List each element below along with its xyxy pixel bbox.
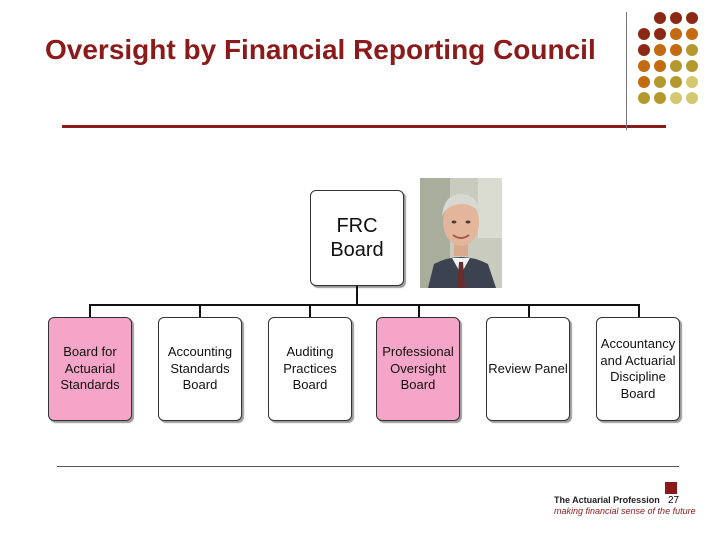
slide-title: Oversight by Financial Reporting Council [45, 34, 596, 65]
decorative-dot [654, 44, 666, 56]
decorative-dot [654, 12, 666, 24]
organisation-name: The Actuarial Profession [554, 495, 660, 505]
connector-child-0 [89, 304, 91, 317]
decorative-dot [654, 28, 666, 40]
decorative-dot [686, 12, 698, 24]
connector-child-4 [528, 304, 530, 317]
professional-oversight-board-node: Professional Oversight Board [376, 317, 460, 421]
decorative-dot [686, 76, 698, 88]
node-label: Accounting Standards Board [167, 344, 233, 393]
node-label: Board for Actuarial Standards [60, 344, 120, 393]
decorative-dot [670, 28, 682, 40]
decorative-dot [670, 76, 682, 88]
decorative-dot [670, 92, 682, 104]
page-number: 27 [668, 495, 680, 506]
square-logo-icon [665, 482, 677, 494]
decorative-dot [686, 44, 698, 56]
decorative-dot [670, 44, 682, 56]
decorative-dot [670, 60, 682, 72]
decorative-dot [638, 76, 650, 88]
discipline-board-node: Accountancy and Actuarial Discipline Boa… [596, 317, 680, 421]
board-actuarial-standards-node: Board for Actuarial Standards [48, 317, 132, 421]
footer-divider [57, 466, 679, 467]
decorative-dot [654, 76, 666, 88]
organisation-tagline: making financial sense of the future [554, 506, 696, 516]
decorative-dot [638, 44, 650, 56]
decorative-dot [654, 92, 666, 104]
footer-logo: The Actuarial Profession making financia… [554, 495, 714, 517]
connector-child-5 [638, 304, 640, 317]
title-divider [62, 125, 666, 128]
corner-divider [626, 12, 627, 130]
frc-board-label: FRC Board [330, 215, 384, 261]
person-photo [420, 178, 502, 288]
node-label: Professional Oversight Board [382, 344, 454, 393]
decorative-dot [686, 92, 698, 104]
decorative-dot [638, 28, 650, 40]
decorative-dot [638, 92, 650, 104]
decorative-dot [686, 28, 698, 40]
decorative-dot [654, 60, 666, 72]
node-label: Review Panel [488, 360, 568, 376]
node-label: Accountancy and Actuarial Discipline Boa… [600, 336, 676, 401]
decorative-dot [670, 12, 682, 24]
frc-board-node: FRC Board [310, 190, 404, 286]
auditing-practices-board-node: Auditing Practices Board [268, 317, 352, 421]
connector-child-1 [199, 304, 201, 317]
portrait-illustration [420, 178, 502, 288]
connector-horizontal [89, 304, 640, 306]
accounting-standards-board-node: Accounting Standards Board [158, 317, 242, 421]
connector-root-stem [356, 286, 358, 305]
node-label: Auditing Practices Board [283, 344, 337, 393]
connector-child-2 [309, 304, 311, 317]
decorative-dot [638, 60, 650, 72]
review-panel-node: Review Panel [486, 317, 570, 421]
decorative-dot [686, 60, 698, 72]
connector-child-3 [418, 304, 420, 317]
